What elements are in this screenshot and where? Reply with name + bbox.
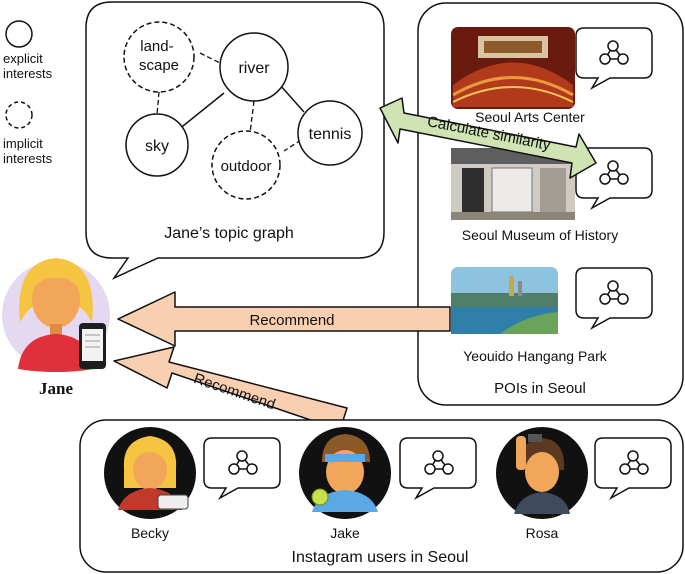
poi-topic-bubble-3 bbox=[575, 267, 653, 331]
poi-topic-bubble-1 bbox=[575, 27, 653, 91]
node-landscape bbox=[123, 21, 195, 93]
users-panel: Becky Jake Rosa Instagr bbox=[79, 419, 684, 573]
user-label-jake: Jake bbox=[330, 525, 360, 541]
node-tennis-label: tennis bbox=[309, 126, 352, 143]
jane-name: Jane bbox=[39, 379, 73, 398]
recommend-arrow-poi: Recommend bbox=[117, 291, 451, 347]
user-avatar-jake bbox=[299, 427, 391, 519]
node-landscape-label: land- scape bbox=[139, 38, 179, 74]
users-panel-title: Instagram users in Seoul bbox=[292, 549, 469, 566]
poi-image-hangang-park bbox=[451, 267, 558, 334]
poi-label-hangang-park: Yeouido Hangang Park bbox=[463, 348, 607, 364]
poi-label-arts-center: Seoul Arts Center bbox=[475, 109, 585, 125]
topic-graph-caption: Jane’s topic graph bbox=[164, 225, 294, 242]
node-outdoor-label: outdoor bbox=[221, 158, 272, 175]
user-avatar-becky bbox=[104, 427, 196, 519]
jane-avatar bbox=[2, 258, 110, 372]
poi-panel: Seoul Arts Center Seoul Museum of Histor… bbox=[417, 2, 684, 406]
user-topic-bubble-rosa bbox=[594, 437, 672, 501]
node-sky-label: sky bbox=[145, 138, 169, 155]
user-topic-bubble-becky bbox=[203, 437, 281, 501]
poi-image-arts-center bbox=[451, 27, 575, 109]
explicit-legend-label: explicit interests bbox=[3, 51, 53, 81]
legend: explicit interests implicit interests bbox=[3, 20, 53, 166]
recommend-arrow-users: Recommend bbox=[113, 346, 348, 431]
user-topic-bubble-jake bbox=[399, 437, 477, 501]
poi-label-museum: Seoul Museum of History bbox=[462, 227, 618, 243]
explicit-legend-icon bbox=[5, 20, 33, 48]
node-river bbox=[219, 32, 289, 102]
recommend-label-poi: Recommend bbox=[249, 312, 334, 329]
user-avatar-rosa bbox=[496, 427, 588, 519]
user-label-rosa: Rosa bbox=[526, 525, 559, 541]
implicit-legend-label: implicit interests bbox=[3, 136, 53, 166]
node-outdoor bbox=[211, 130, 281, 200]
node-sky bbox=[125, 113, 189, 177]
node-tennis bbox=[297, 100, 363, 166]
poi-image-museum bbox=[451, 148, 575, 220]
poi-panel-title: POIs in Seoul bbox=[494, 380, 586, 397]
topic-graph-bubble: land- scape river sky outdoor tennis Jan… bbox=[85, 1, 385, 280]
implicit-legend-icon bbox=[5, 101, 33, 129]
user-label-becky: Becky bbox=[131, 525, 169, 541]
node-river-label: river bbox=[238, 60, 270, 77]
